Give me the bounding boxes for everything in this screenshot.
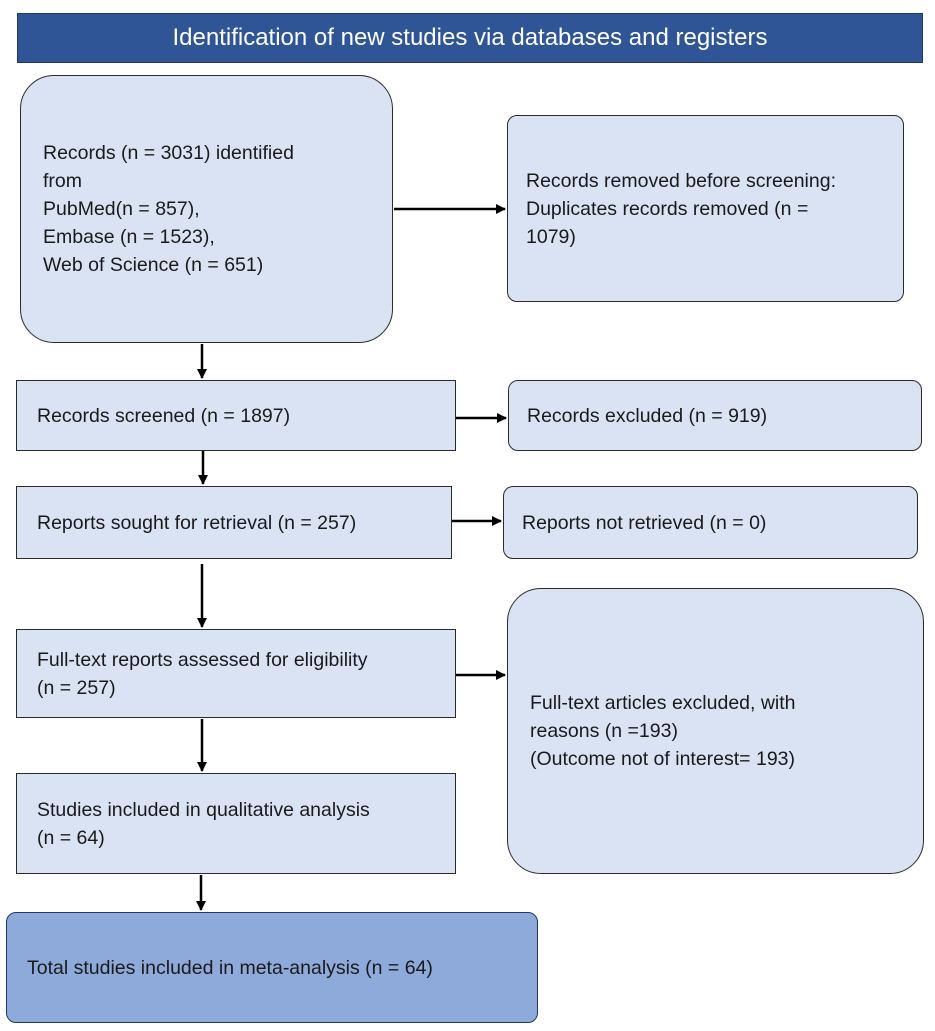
- section-header: Identification of new studies via databa…: [17, 13, 923, 63]
- fulltext-assessed-box: Full-text reports assessed for eligibili…: [16, 629, 456, 718]
- records-excluded-text: Records excluded (n = 919): [527, 404, 768, 427]
- reports-not-retrieved-text: Reports not retrieved (n = 0): [522, 511, 767, 534]
- fulltext-excluded-box: Full-text articles excluded, with reason…: [507, 588, 924, 874]
- records-identified-text: Records (n = 3031) identified from PubMe…: [43, 142, 294, 276]
- records-screened-text: Records screened (n = 1897): [37, 404, 291, 427]
- records-excluded-box: Records excluded (n = 919): [508, 380, 922, 451]
- records-identified-box: Records (n = 3031) identified from PubMe…: [20, 75, 393, 343]
- qualitative-text: Studies included in qualitative analysis…: [37, 798, 370, 849]
- reports-sought-box: Reports sought for retrieval (n = 257): [16, 486, 452, 559]
- qualitative-box: Studies included in qualitative analysis…: [16, 773, 456, 874]
- meta-analysis-text: Total studies included in meta-analysis …: [27, 956, 433, 979]
- records-removed-text: Records removed before screening: Duplic…: [526, 169, 836, 248]
- fulltext-assessed-text: Full-text reports assessed for eligibili…: [37, 648, 368, 699]
- reports-sought-text: Reports sought for retrieval (n = 257): [37, 511, 357, 534]
- records-removed-box: Records removed before screening: Duplic…: [507, 115, 904, 302]
- records-screened-box: Records screened (n = 1897): [16, 380, 456, 451]
- reports-not-retrieved-box: Reports not retrieved (n = 0): [503, 486, 918, 559]
- fulltext-excluded-text: Full-text articles excluded, with reason…: [530, 692, 796, 770]
- header-title: Identification of new studies via databa…: [172, 24, 768, 51]
- meta-analysis-box: Total studies included in meta-analysis …: [6, 912, 538, 1023]
